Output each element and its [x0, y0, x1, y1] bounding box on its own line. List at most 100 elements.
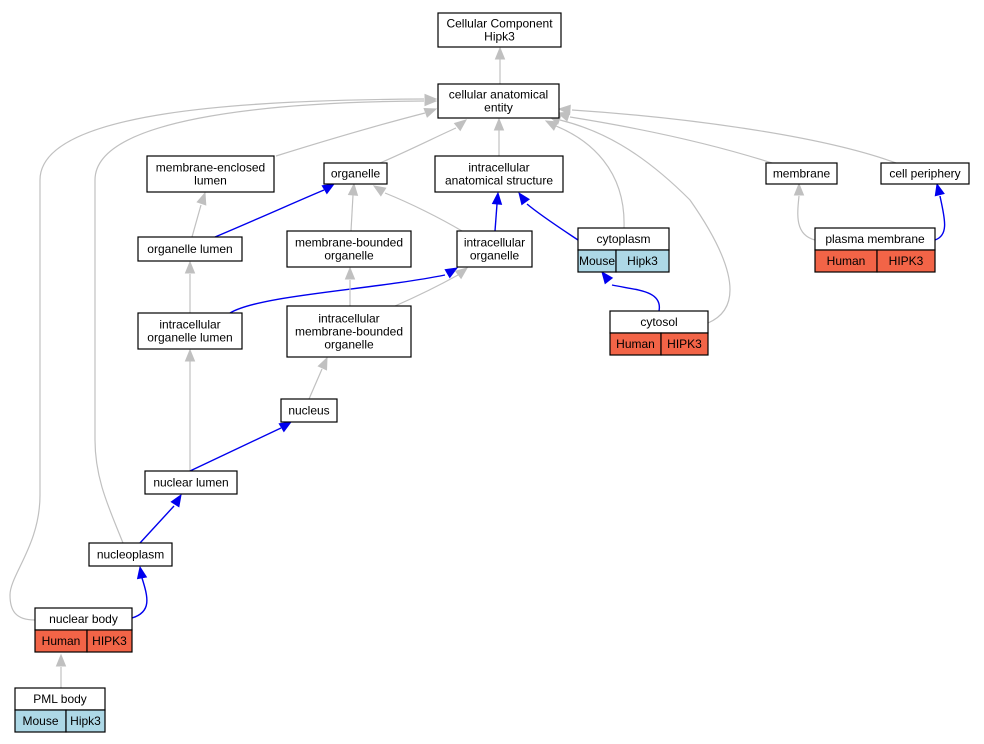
- edge-organelle-io: [372, 185, 463, 232]
- edge-cellper-pm: [934, 182, 946, 241]
- node-box: [286, 230, 412, 268]
- edge-line: [9, 98, 425, 621]
- edge-line: [275, 112, 426, 157]
- edge-nucleoplasm-nucbody: [131, 565, 148, 619]
- arrowhead-icon: [184, 348, 196, 362]
- node-box: [280, 398, 338, 423]
- edge-line: [494, 203, 498, 232]
- edge-cae-membrane: [556, 111, 773, 164]
- edge-nuclumen-nucleoplasm: [139, 493, 182, 544]
- node-box: [323, 162, 388, 185]
- arrowhead-icon: [317, 356, 328, 371]
- edge-orglumen-iol: [184, 260, 196, 313]
- edge-iol-nuclumen: [184, 348, 196, 471]
- node-label: entity: [484, 101, 513, 115]
- node-nucleus[interactable]: nucleus: [280, 398, 338, 423]
- edge-line: [379, 127, 457, 164]
- node-box: [144, 470, 238, 495]
- node-nucleoplasm[interactable]: nucleoplasm: [88, 542, 173, 567]
- arrowhead-icon: [424, 93, 438, 105]
- arrowhead-icon: [278, 421, 293, 433]
- arrowhead-icon: [934, 182, 945, 197]
- edge-io-iol: [229, 267, 459, 314]
- species-label: Human: [616, 337, 655, 351]
- node-label: PML body: [33, 692, 87, 706]
- species-label: Mouse: [579, 254, 615, 268]
- edge-organelle-mbo: [347, 182, 359, 232]
- edge-line: [569, 116, 773, 164]
- gene-cell: [65, 709, 106, 733]
- edge-line: [229, 274, 446, 314]
- node-cellper[interactable]: cell periphery: [880, 162, 970, 185]
- node-label: Cellular Component: [446, 17, 553, 31]
- arrowhead-icon: [544, 120, 559, 131]
- edge-line: [526, 203, 579, 241]
- node-orglumen[interactable]: organelle lumen: [137, 236, 243, 262]
- node-box: [437, 83, 560, 119]
- edge-cae-cytosol: [547, 115, 731, 324]
- arrowhead-icon: [184, 260, 196, 274]
- node-label: nuclear body: [49, 612, 118, 626]
- arrowhead-icon: [793, 182, 805, 196]
- arrowhead-icon: [454, 267, 469, 280]
- arrowhead-icon: [55, 653, 67, 667]
- node-label: membrane: [773, 167, 831, 181]
- edge-line: [555, 125, 625, 229]
- node-box: [146, 155, 275, 193]
- edge-ias-cytoplasm: [518, 191, 579, 241]
- gene-cell: [615, 249, 670, 273]
- node-label: membrane-bounded: [295, 325, 403, 339]
- arrowhead-icon: [557, 104, 571, 116]
- node-label: organelle: [470, 249, 520, 263]
- gene-label: Hipk3: [70, 714, 101, 728]
- edges-layer: [9, 46, 946, 688]
- arrowhead-icon: [601, 270, 614, 285]
- edge-root-cae: [494, 46, 506, 84]
- node-label: nucleus: [288, 404, 329, 418]
- node-label: intracellular: [159, 318, 220, 332]
- node-label: anatomical structure: [445, 174, 553, 188]
- edge-line: [131, 577, 148, 619]
- gene-cell: [876, 249, 936, 273]
- edge-ias-io: [491, 191, 503, 232]
- node-box: [437, 12, 562, 48]
- node-label: cytosol: [640, 315, 677, 329]
- edge-cae-cytoplasm: [544, 120, 625, 229]
- arrowhead-icon: [347, 182, 359, 196]
- edge-line: [384, 192, 463, 232]
- edge-line: [611, 284, 660, 312]
- edge-line: [139, 505, 175, 544]
- gene-label: HIPK3: [889, 254, 924, 268]
- gene-label: HIPK3: [667, 337, 702, 351]
- node-label: lumen: [194, 174, 227, 188]
- edge-line: [94, 100, 425, 544]
- node-nuclumen[interactable]: nuclear lumen: [144, 470, 238, 495]
- node-box: [137, 312, 243, 350]
- edge-organelle-orglumen: [214, 183, 336, 238]
- edge-cae-cellper: [557, 104, 897, 164]
- node-membrane[interactable]: membrane: [765, 162, 838, 185]
- node-organelle[interactable]: organelle: [323, 162, 388, 185]
- node-label: cytoplasm: [596, 232, 650, 246]
- edge-mbo-imbo: [344, 266, 356, 306]
- arrowhead-icon: [444, 267, 459, 279]
- node-box: [88, 542, 173, 567]
- arrowhead-icon: [556, 111, 571, 122]
- edge-line: [308, 368, 323, 400]
- arrowhead-icon: [321, 183, 336, 195]
- arrowhead-icon: [136, 565, 148, 580]
